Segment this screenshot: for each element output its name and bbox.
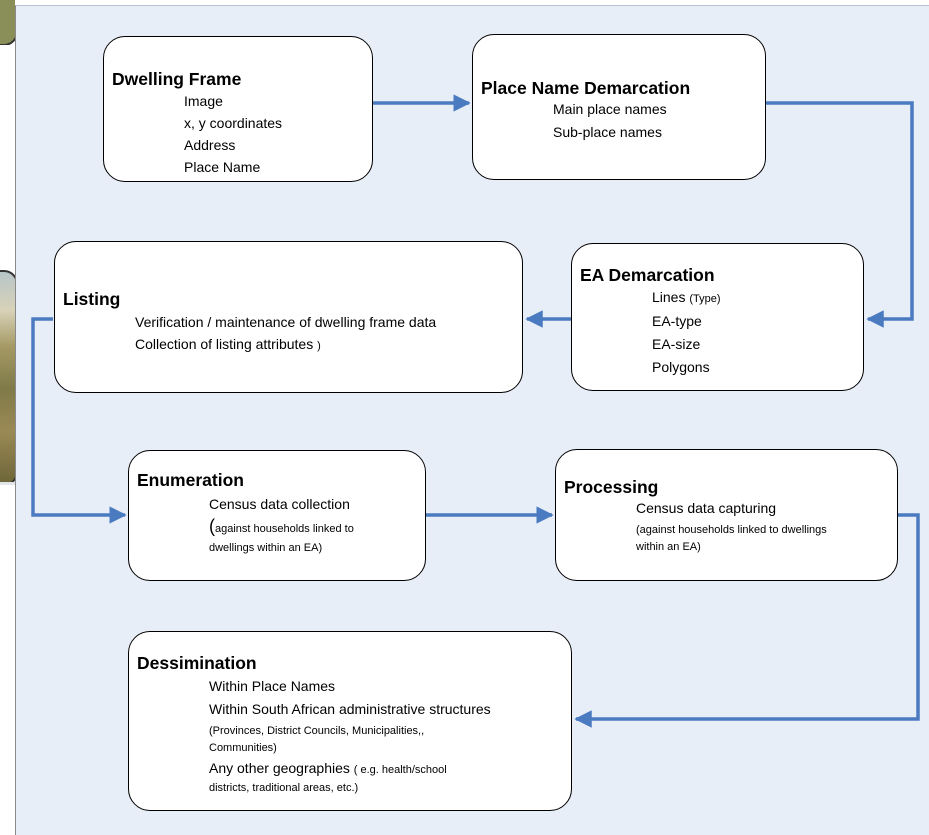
listing-item-collection: Collection of listing attributes ) — [135, 336, 321, 352]
dissemination-line: (Provinces, District Councils, Municipal… — [209, 725, 425, 737]
place-name-demarcation-box: Place Name Demarcation Main place names … — [472, 34, 766, 180]
dwelling-frame-item: x, y coordinates — [184, 115, 283, 131]
dissemination-line: districts, traditional areas, etc.) — [209, 782, 359, 794]
listing-title: Listing — [63, 289, 121, 309]
ea-demarcation-title: EA Demarcation — [580, 265, 715, 285]
ea-demarcation-lines: Lines (Type) — [652, 290, 721, 305]
ea-lines-note: (Type) — [689, 293, 721, 305]
enumeration-title: Enumeration — [137, 470, 244, 490]
ea-demarcation-item: EA-type — [652, 313, 702, 329]
dwelling-frame-title: Dwelling Frame — [112, 69, 242, 89]
enumeration-line: Census data collection — [209, 496, 350, 512]
photo-fragment-middle — [0, 270, 15, 485]
enumeration-line: dwellings within an EA) — [209, 542, 323, 554]
dissemination-title: Dessimination — [137, 653, 257, 673]
arrow-listing-to-enumeration — [31, 317, 127, 524]
place-name-demarcation-title: Place Name Demarcation — [481, 78, 691, 98]
arrow-placename-to-ea — [766, 101, 914, 328]
dissemination-line: Communities) — [209, 742, 277, 754]
dissemination-box: Dessimination Within Place Names Within … — [128, 631, 572, 811]
arrow-processing-to-dissemination — [574, 513, 920, 728]
ea-demarcation-item: Polygons — [652, 359, 710, 375]
dissemination-line: Within Place Names — [209, 678, 336, 694]
processing-title: Processing — [564, 477, 659, 497]
dwelling-frame-box: Dwelling Frame Image x, y coordinates Ad… — [103, 36, 373, 182]
processing-line: (against households linked to dwellings — [636, 524, 827, 536]
enumeration-line: (against households linked to — [209, 516, 354, 536]
listing-item: Verification / maintenance of dwelling f… — [135, 314, 437, 330]
ea-demarcation-box: EA Demarcation Lines (Type) EA-type EA-s… — [571, 243, 864, 391]
dissemination-line: Within South African administrative stru… — [209, 701, 491, 717]
enumeration-box: Enumeration Census data collection (agai… — [128, 450, 426, 581]
ea-demarcation-item: EA-size — [652, 336, 701, 352]
dissemination-line: Any other geographies ( e.g. health/scho… — [209, 760, 447, 776]
listing-box: Listing Verification / maintenance of dw… — [54, 241, 523, 393]
ea-lines-label: Lines — [652, 289, 690, 305]
place-name-item: Sub-place names — [553, 124, 662, 140]
place-name-item: Main place names — [553, 101, 667, 117]
dwelling-frame-item: Place Name — [184, 159, 261, 175]
processing-line: Census data capturing — [636, 500, 777, 516]
processing-box: Processing Census data capturing (agains… — [555, 449, 898, 581]
photo-fragment-top — [0, 0, 15, 45]
dwelling-frame-item: Image — [184, 93, 223, 109]
processing-line: within an EA) — [636, 541, 701, 553]
dwelling-frame-item: Address — [184, 137, 236, 153]
